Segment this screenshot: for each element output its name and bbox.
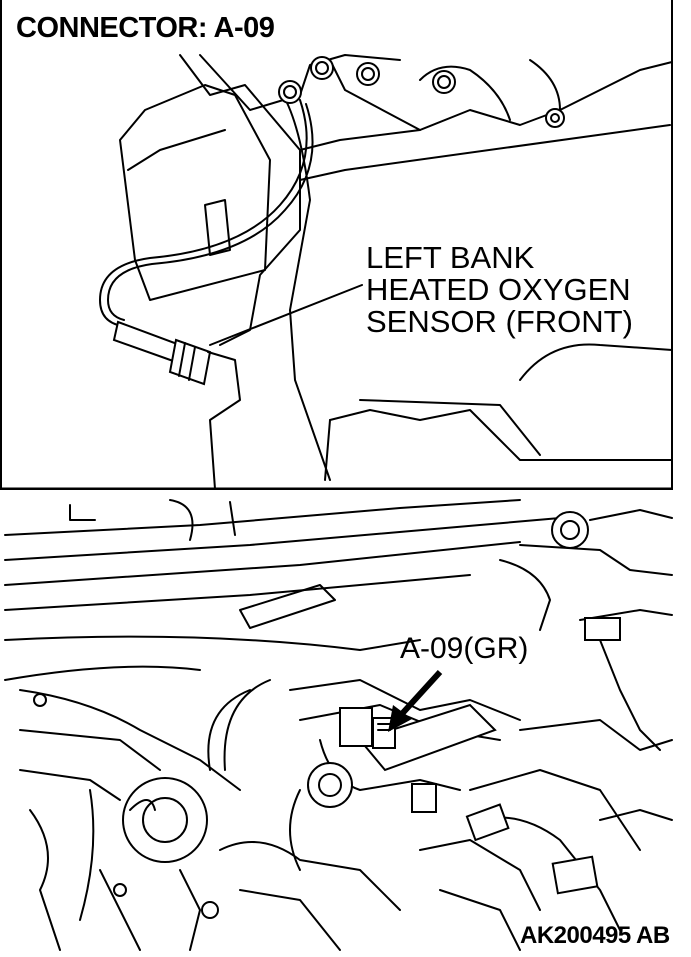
upper-illustration [0, 0, 673, 490]
figure-id: AK200495 AB [520, 922, 670, 949]
connector-label: A-09(GR) [400, 632, 529, 665]
callout-line: HEATED OXYGEN [366, 272, 631, 307]
callout-line: LEFT BANK [366, 240, 535, 275]
oxygen-sensor-callout: LEFT BANK HEATED OXYGEN SENSOR (FRONT) [366, 242, 633, 338]
page-title: CONNECTOR: A-09 [16, 12, 275, 44]
callout-line: SENSOR (FRONT) [366, 304, 633, 339]
